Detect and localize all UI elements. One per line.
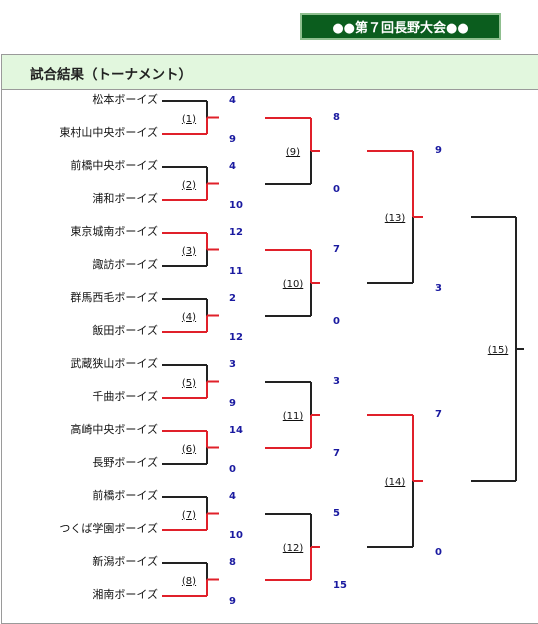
r2-match-2-label[interactable]: (10)	[282, 279, 304, 290]
r1-match-3-bottom-score: 11	[229, 266, 243, 277]
r1-match-7-bottom-score: 10	[229, 530, 243, 541]
r1-match-2-top-score: 4	[229, 161, 236, 172]
results-panel: 試合結果（トーナメント）	[1, 54, 538, 624]
team-name: 浦和ボーイズ	[92, 192, 158, 205]
team-name: 東京城南ボーイズ	[70, 225, 158, 238]
team-name: 高崎中央ボーイズ	[70, 423, 158, 436]
event-banner: ●●第７回長野大会●●	[300, 13, 501, 40]
team-name: 前橋ボーイズ	[92, 489, 158, 502]
r2-match-2-top-score: 7	[333, 244, 340, 255]
r2-match-2-bottom-score: 0	[333, 316, 340, 327]
r3-match-2-bottom-score: 0	[435, 547, 442, 558]
r1-match-7-label[interactable]: (7)	[181, 509, 197, 521]
team-name: 松本ボーイズ	[92, 93, 158, 106]
r1-match-4-label[interactable]: (4)	[181, 311, 197, 323]
r1-match-8-bottom-score: 9	[229, 596, 236, 607]
r2-match-1-top-score: 8	[333, 112, 340, 123]
event-title: ●●第７回長野大会●●	[332, 21, 469, 36]
team-name: 諏訪ボーイズ	[92, 258, 158, 271]
r2-match-1-bottom-score: 0	[333, 184, 340, 195]
r1-match-3-label[interactable]: (3)	[181, 245, 197, 257]
team-name: 湘南ボーイズ	[92, 588, 158, 601]
final-match-label[interactable]: (15)	[487, 345, 509, 356]
r1-match-1-label[interactable]: (1)	[181, 113, 197, 125]
r2-match-4-top-score: 5	[333, 508, 340, 519]
r1-match-7-top-score: 4	[229, 491, 236, 502]
r2-match-3-bottom-score: 7	[333, 448, 340, 459]
r1-match-1-bottom-score: 9	[229, 134, 236, 145]
team-name: 新潟ボーイズ	[92, 555, 158, 568]
r1-match-2-bottom-score: 10	[229, 200, 243, 211]
r1-match-5-bottom-score: 9	[229, 398, 236, 409]
r1-match-6-top-score: 14	[229, 425, 243, 436]
r2-match-1-label[interactable]: (9)	[285, 147, 301, 158]
r3-match-1-top-score: 9	[435, 145, 442, 156]
team-name: つくば学園ボーイズ	[59, 522, 158, 535]
r1-match-1-top-score: 4	[229, 95, 236, 106]
r3-match-2-label[interactable]: (14)	[384, 477, 406, 488]
r2-match-4-bottom-score: 15	[333, 580, 347, 591]
team-name: 飯田ボーイズ	[92, 324, 158, 337]
r1-match-5-label[interactable]: (5)	[181, 377, 197, 389]
r1-match-6-bottom-score: 0	[229, 464, 236, 475]
r2-match-4-label[interactable]: (12)	[282, 543, 304, 554]
team-name: 武蔵狭山ボーイズ	[70, 357, 158, 370]
team-name: 前橋中央ボーイズ	[70, 159, 158, 172]
r1-match-4-top-score: 2	[229, 293, 236, 304]
r1-match-2-label[interactable]: (2)	[181, 179, 197, 191]
panel-title: 試合結果（トーナメント）	[30, 67, 192, 83]
r3-match-2-top-score: 7	[435, 409, 442, 420]
r3-match-1-bottom-score: 3	[435, 283, 442, 294]
team-name: 群馬西毛ボーイズ	[70, 291, 158, 304]
r1-match-4-bottom-score: 12	[229, 332, 243, 343]
r2-match-3-top-score: 3	[333, 376, 340, 387]
team-name: 東村山中央ボーイズ	[59, 126, 158, 139]
panel-header: 試合結果（トーナメント）	[2, 55, 538, 90]
r1-match-3-top-score: 12	[229, 227, 243, 238]
r3-match-1-label[interactable]: (13)	[384, 213, 406, 224]
team-name: 長野ボーイズ	[92, 456, 158, 469]
r1-match-5-top-score: 3	[229, 359, 236, 370]
r1-match-6-label[interactable]: (6)	[181, 443, 197, 455]
team-name: 千曲ボーイズ	[92, 390, 158, 403]
r2-match-3-label[interactable]: (11)	[282, 411, 304, 422]
r1-match-8-top-score: 8	[229, 557, 236, 568]
r1-match-8-label[interactable]: (8)	[181, 575, 197, 587]
